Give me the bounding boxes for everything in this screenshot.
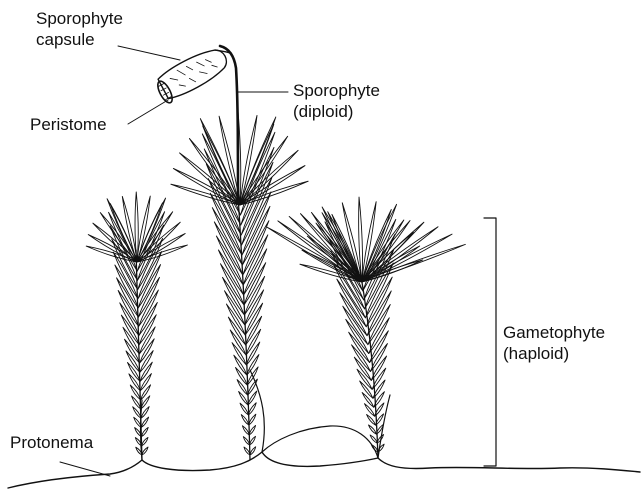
- label-peristome-text: Peristome: [30, 114, 107, 135]
- moss-leaf: [138, 265, 160, 308]
- moss-leaf: [240, 403, 248, 415]
- label-sporophyte: Sporophyte (diploid): [293, 80, 380, 122]
- moss-leaf: [368, 425, 376, 434]
- label-peristome: Peristome: [30, 114, 107, 135]
- moss-leaf: [241, 415, 249, 425]
- label-protonema-text: Protonema: [10, 432, 93, 453]
- protonema-filament: [8, 452, 640, 488]
- moss-leaf: [249, 414, 256, 425]
- moss-leaf: [367, 291, 391, 336]
- moss-leaf: [249, 425, 255, 435]
- label-sporophyte-capsule-line2: capsule: [36, 29, 123, 50]
- moss-leaf: [242, 426, 249, 435]
- moss-leaf: [235, 367, 247, 385]
- moss-leaf: [141, 417, 148, 427]
- label-sporophyte-capsule: Sporophyte capsule: [36, 8, 123, 50]
- moss-leaf: [112, 239, 138, 290]
- label-gametophyte: Gametophyte (haploid): [503, 322, 605, 364]
- label-sporophyte-capsule-line1: Sporophyte: [36, 8, 123, 29]
- leader-line-peristome: [128, 100, 168, 124]
- label-gametophyte-line2: (haploid): [503, 343, 605, 364]
- label-gametophyte-line1: Gametophyte: [503, 322, 605, 343]
- moss-leaves: [86, 110, 465, 455]
- moss-leaf: [250, 436, 256, 445]
- moss-leaf: [248, 403, 256, 415]
- moss-leaf: [370, 435, 377, 443]
- leader-line-protonema: [60, 462, 110, 476]
- moss-leaf: [359, 197, 363, 282]
- moss-leaf: [142, 447, 148, 455]
- moss-leaf: [250, 447, 256, 455]
- label-sporophyte-line1: Sporophyte: [293, 80, 380, 101]
- moss-leaf: [247, 355, 259, 375]
- gametophyte-bracket: [484, 218, 496, 466]
- moss-leaf: [142, 437, 148, 445]
- moss-leaf: [243, 437, 249, 445]
- label-sporophyte-line2: (diploid): [293, 101, 380, 122]
- leader-line-capsule: [118, 46, 180, 60]
- moss-leaf: [137, 196, 150, 262]
- moss-leaf: [362, 392, 374, 407]
- moss-leaf: [129, 374, 140, 391]
- label-protonema: Protonema: [10, 432, 93, 453]
- protonema-filament-branch: [262, 426, 378, 458]
- moss-leaf: [142, 427, 149, 436]
- moss-leaf: [244, 249, 267, 295]
